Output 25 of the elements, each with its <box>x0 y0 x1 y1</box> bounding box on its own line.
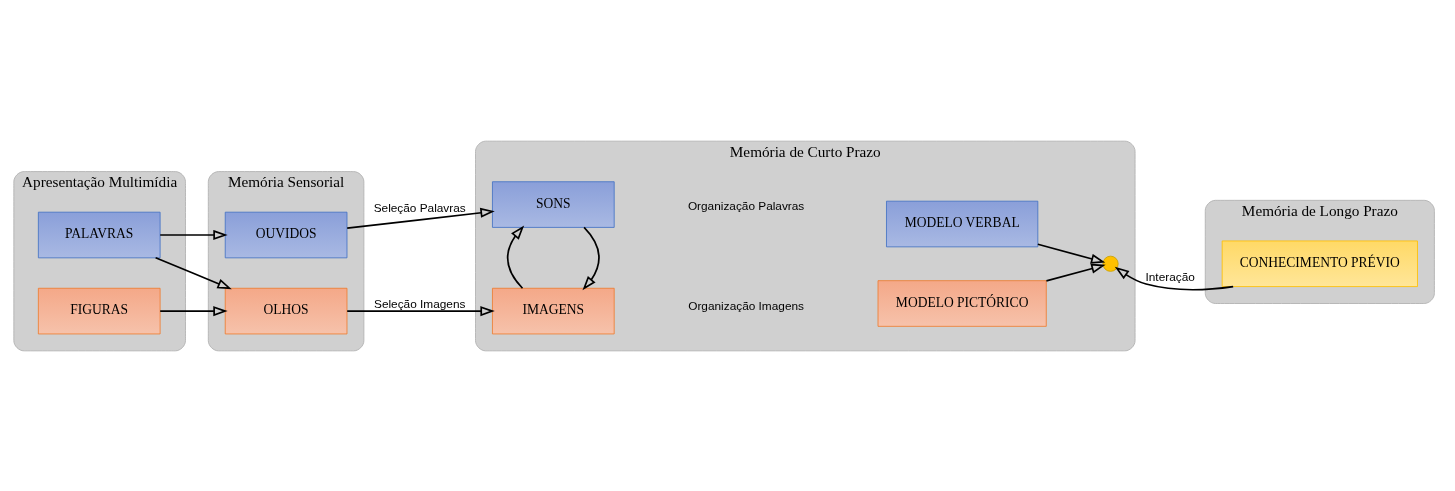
arrow <box>159 305 228 316</box>
node-box: FIGURAS <box>37 287 161 334</box>
label: Organização Imagens <box>688 298 804 313</box>
node-box: OUVIDOS <box>224 211 348 258</box>
node-box: CONHECIMENTO PRÉVIO <box>1221 240 1418 287</box>
arrow <box>346 305 495 316</box>
node-box: MODELO PICTÓRICO <box>877 279 1047 327</box>
arrow <box>159 229 228 240</box>
label: Organização Palavras <box>687 198 805 213</box>
arrow <box>346 207 495 229</box>
node-box: OLHOS <box>224 287 348 334</box>
node-box: PALAVRAS <box>37 211 161 258</box>
edge-label: Interação <box>1145 269 1195 284</box>
arrow <box>1037 242 1106 264</box>
node-box: IMAGENS <box>492 287 615 334</box>
node-box: SONS <box>492 180 615 228</box>
edge-label: Seleção Palavras <box>373 200 466 215</box>
edge-label: Seleção Imagens <box>374 296 466 311</box>
arrow <box>1114 266 1234 291</box>
node-circle <box>1102 255 1119 272</box>
arrow <box>506 225 525 289</box>
arrow <box>582 226 600 290</box>
arrow <box>154 256 232 289</box>
arrow <box>1045 263 1106 282</box>
node-box: MODELO VERBAL <box>886 200 1039 247</box>
